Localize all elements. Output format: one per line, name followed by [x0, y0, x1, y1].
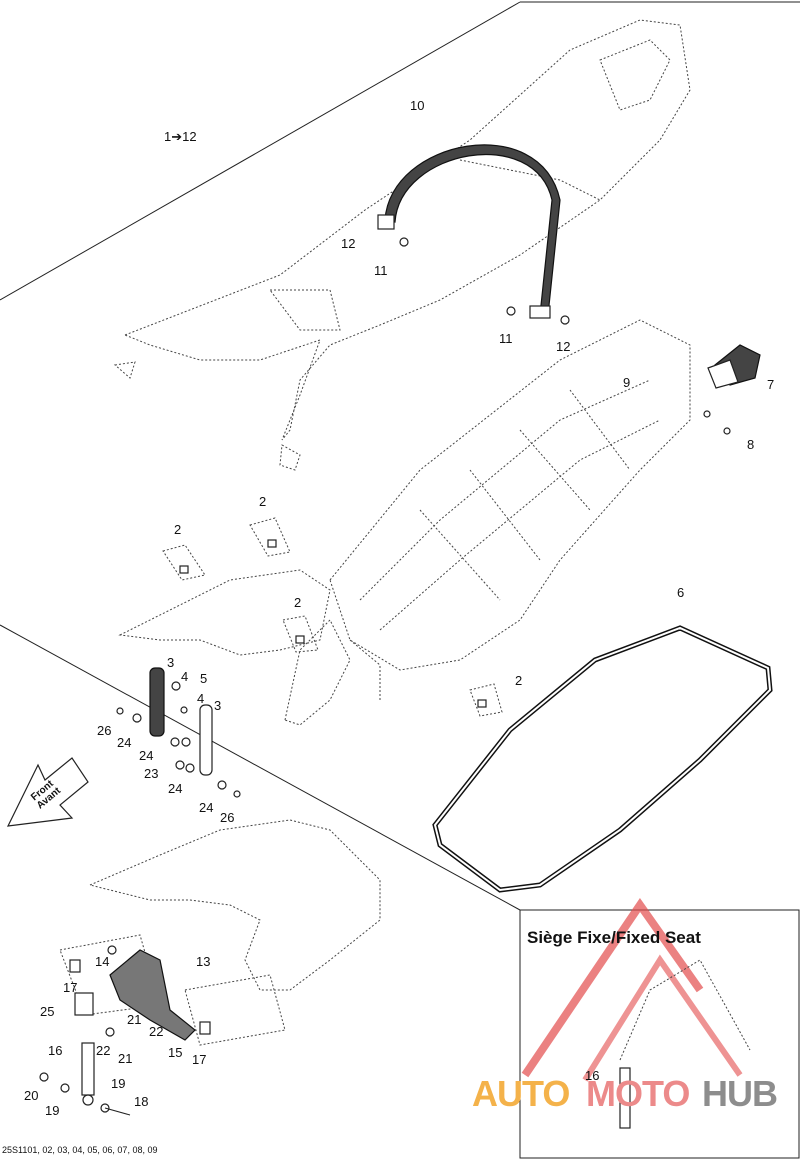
callout-2: 2 — [259, 494, 266, 509]
callout-23: 23 — [144, 766, 158, 781]
lower-suspension-bracket — [39, 934, 286, 1116]
nut-clusters — [162, 517, 503, 717]
callout-26: 26 — [220, 810, 234, 825]
callout-14: 14 — [95, 954, 109, 969]
callout-11: 11 — [374, 263, 388, 278]
seat-latch — [703, 344, 761, 435]
callout-24: 24 — [199, 800, 213, 815]
callout-16: 16 — [48, 1043, 62, 1058]
callout-8: 8 — [747, 437, 754, 452]
diagram-reference-code: 25S1101, 02, 03, 04, 05, 06, 07, 08, 09 — [2, 1145, 158, 1155]
callout-21: 21 — [127, 1012, 141, 1027]
watermark-auto: AUTO — [472, 1073, 570, 1114]
callout-18: 18 — [134, 1094, 148, 1109]
callout-17: 17 — [192, 1052, 206, 1067]
callout-15: 15 — [168, 1045, 182, 1060]
callout-26: 26 — [97, 723, 111, 738]
callout-4: 4 — [197, 691, 204, 706]
callout-19: 19 — [45, 1103, 59, 1118]
callout-16: 16 — [585, 1068, 599, 1083]
callout-17: 17 — [63, 980, 77, 995]
front-arrow — [6, 757, 89, 827]
callout-11: 11 — [499, 331, 513, 346]
callout-12: 12 — [556, 339, 570, 354]
callout-22: 22 — [149, 1024, 163, 1039]
callout-25: 25 — [40, 1004, 54, 1019]
seat-frame — [284, 319, 691, 726]
seal-gasket — [432, 625, 773, 893]
callout-3: 3 — [214, 698, 221, 713]
callout-22: 22 — [96, 1043, 110, 1058]
subframe — [88, 569, 381, 991]
rear-links — [116, 667, 241, 798]
callout-10: 10 — [410, 98, 424, 113]
seat-strap — [377, 144, 561, 319]
callout-24: 24 — [117, 735, 131, 750]
callout-24: 24 — [168, 781, 182, 796]
callout-9: 9 — [623, 375, 630, 390]
watermark-moto: MOTO — [586, 1073, 690, 1114]
watermark-hub: HUB — [702, 1073, 778, 1114]
callout-21: 21 — [118, 1051, 132, 1066]
seat-cover — [113, 19, 691, 471]
callout-13: 13 — [196, 954, 210, 969]
callout-2: 2 — [515, 673, 522, 688]
callout-6: 6 — [677, 585, 684, 600]
callout-20: 20 — [24, 1088, 38, 1103]
callout-19: 19 — [111, 1076, 125, 1091]
inset-fixed-seat — [521, 897, 751, 1129]
callout-5: 5 — [200, 671, 207, 686]
callout-12: 12 — [341, 236, 355, 251]
callout-2: 2 — [294, 595, 301, 610]
callout-4: 4 — [181, 669, 188, 684]
inset-title: Siège Fixe/Fixed Seat — [527, 928, 701, 947]
callout-2: 2 — [174, 522, 181, 537]
callout-1-12: 1➔12 — [164, 129, 197, 144]
callout-24: 24 — [139, 748, 153, 763]
strap-fasteners — [399, 237, 570, 325]
callout-labels: 1➔12 10 12 11 11 12 9 7 8 2 2 2 2 6 3 3 … — [24, 98, 774, 1118]
callout-3: 3 — [167, 655, 174, 670]
callout-7: 7 — [767, 377, 774, 392]
